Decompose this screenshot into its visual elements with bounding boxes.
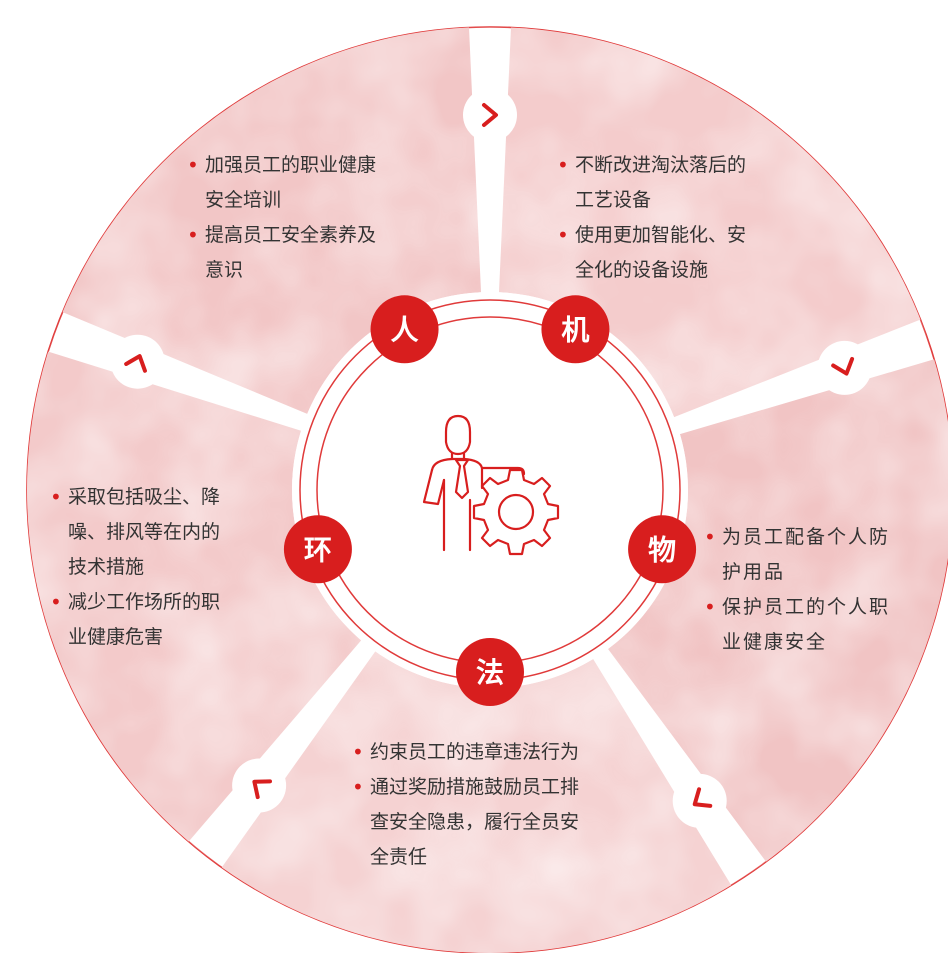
bullet-line: 意识 <box>205 259 244 281</box>
node-label: 环 <box>304 533 332 566</box>
node-wu: 物 <box>628 515 697 584</box>
arrow-up-left-icon <box>232 758 287 813</box>
node-label: 机 <box>561 313 589 346</box>
bullet-line: 保护员工的个人职 <box>722 596 891 618</box>
node-label: 人 <box>391 313 419 346</box>
bullet-line: 不断改进淘汰落后的 <box>575 154 747 176</box>
nodes-group: 人 机物法 环 <box>283 295 697 706</box>
bullet-line: 减少工作场所的职 <box>68 591 221 613</box>
arrow-down-left-icon <box>672 773 727 828</box>
node-huan: 环 <box>283 515 352 584</box>
segment-text-wu: 为员工配备个人防护用品保护员工的个人职业健康安全 <box>702 520 942 660</box>
bullet-line: 工艺设备 <box>575 189 652 211</box>
bullet-line: 通过奖励措施鼓励员工排 <box>370 776 580 798</box>
arrow-up-icon <box>110 334 165 389</box>
arrow-down-right-icon <box>817 340 872 395</box>
person-with-gear-icon <box>422 414 560 556</box>
bullet-line: 提高员工安全素养及 <box>205 224 377 246</box>
bullet-line: 业健康危害 <box>68 626 164 648</box>
node-ren: 人 <box>370 295 439 364</box>
bullet-line: 护用品 <box>722 561 786 583</box>
node-ji: 机 <box>541 295 610 364</box>
bullet-line: 全化的设备设施 <box>575 259 709 281</box>
segment-text-huan: 采取包括吸尘、降噪、排风等在内的技术措施减少工作场所的职业健康危害 <box>48 480 288 655</box>
bullet-line: 使用更加智能化、安 <box>575 224 747 246</box>
bullet-line: 加强员工的职业健康 <box>205 154 377 176</box>
arrow-right-icon <box>463 88 517 142</box>
node-label: 法 <box>476 656 504 689</box>
bullet-line: 技术措施 <box>68 556 145 578</box>
inner-disc <box>292 292 688 688</box>
node-fa: 法 <box>456 638 524 706</box>
bullet-line: 为员工配备个人防 <box>722 526 891 548</box>
bullet-line: 全责任 <box>370 846 428 868</box>
bullet-item: 约束员工的违章违法行为 <box>350 735 650 770</box>
segment-text-ren: 加强员工的职业健康安全培训提高员工安全素养及意识 <box>185 148 445 288</box>
bullet-line: 安全培训 <box>205 189 282 211</box>
bullet-line: 业健康安全 <box>722 631 828 653</box>
bullet-line: 约束员工的违章违法行为 <box>370 741 580 763</box>
arrows-group <box>110 88 872 828</box>
bullet-line: 噪、排风等在内的 <box>68 521 221 543</box>
bullet-line: 查安全隐患，履行全员安 <box>370 811 580 833</box>
node-label: 物 <box>648 533 676 566</box>
bullet-line: 采取包括吸尘、降 <box>68 486 221 508</box>
